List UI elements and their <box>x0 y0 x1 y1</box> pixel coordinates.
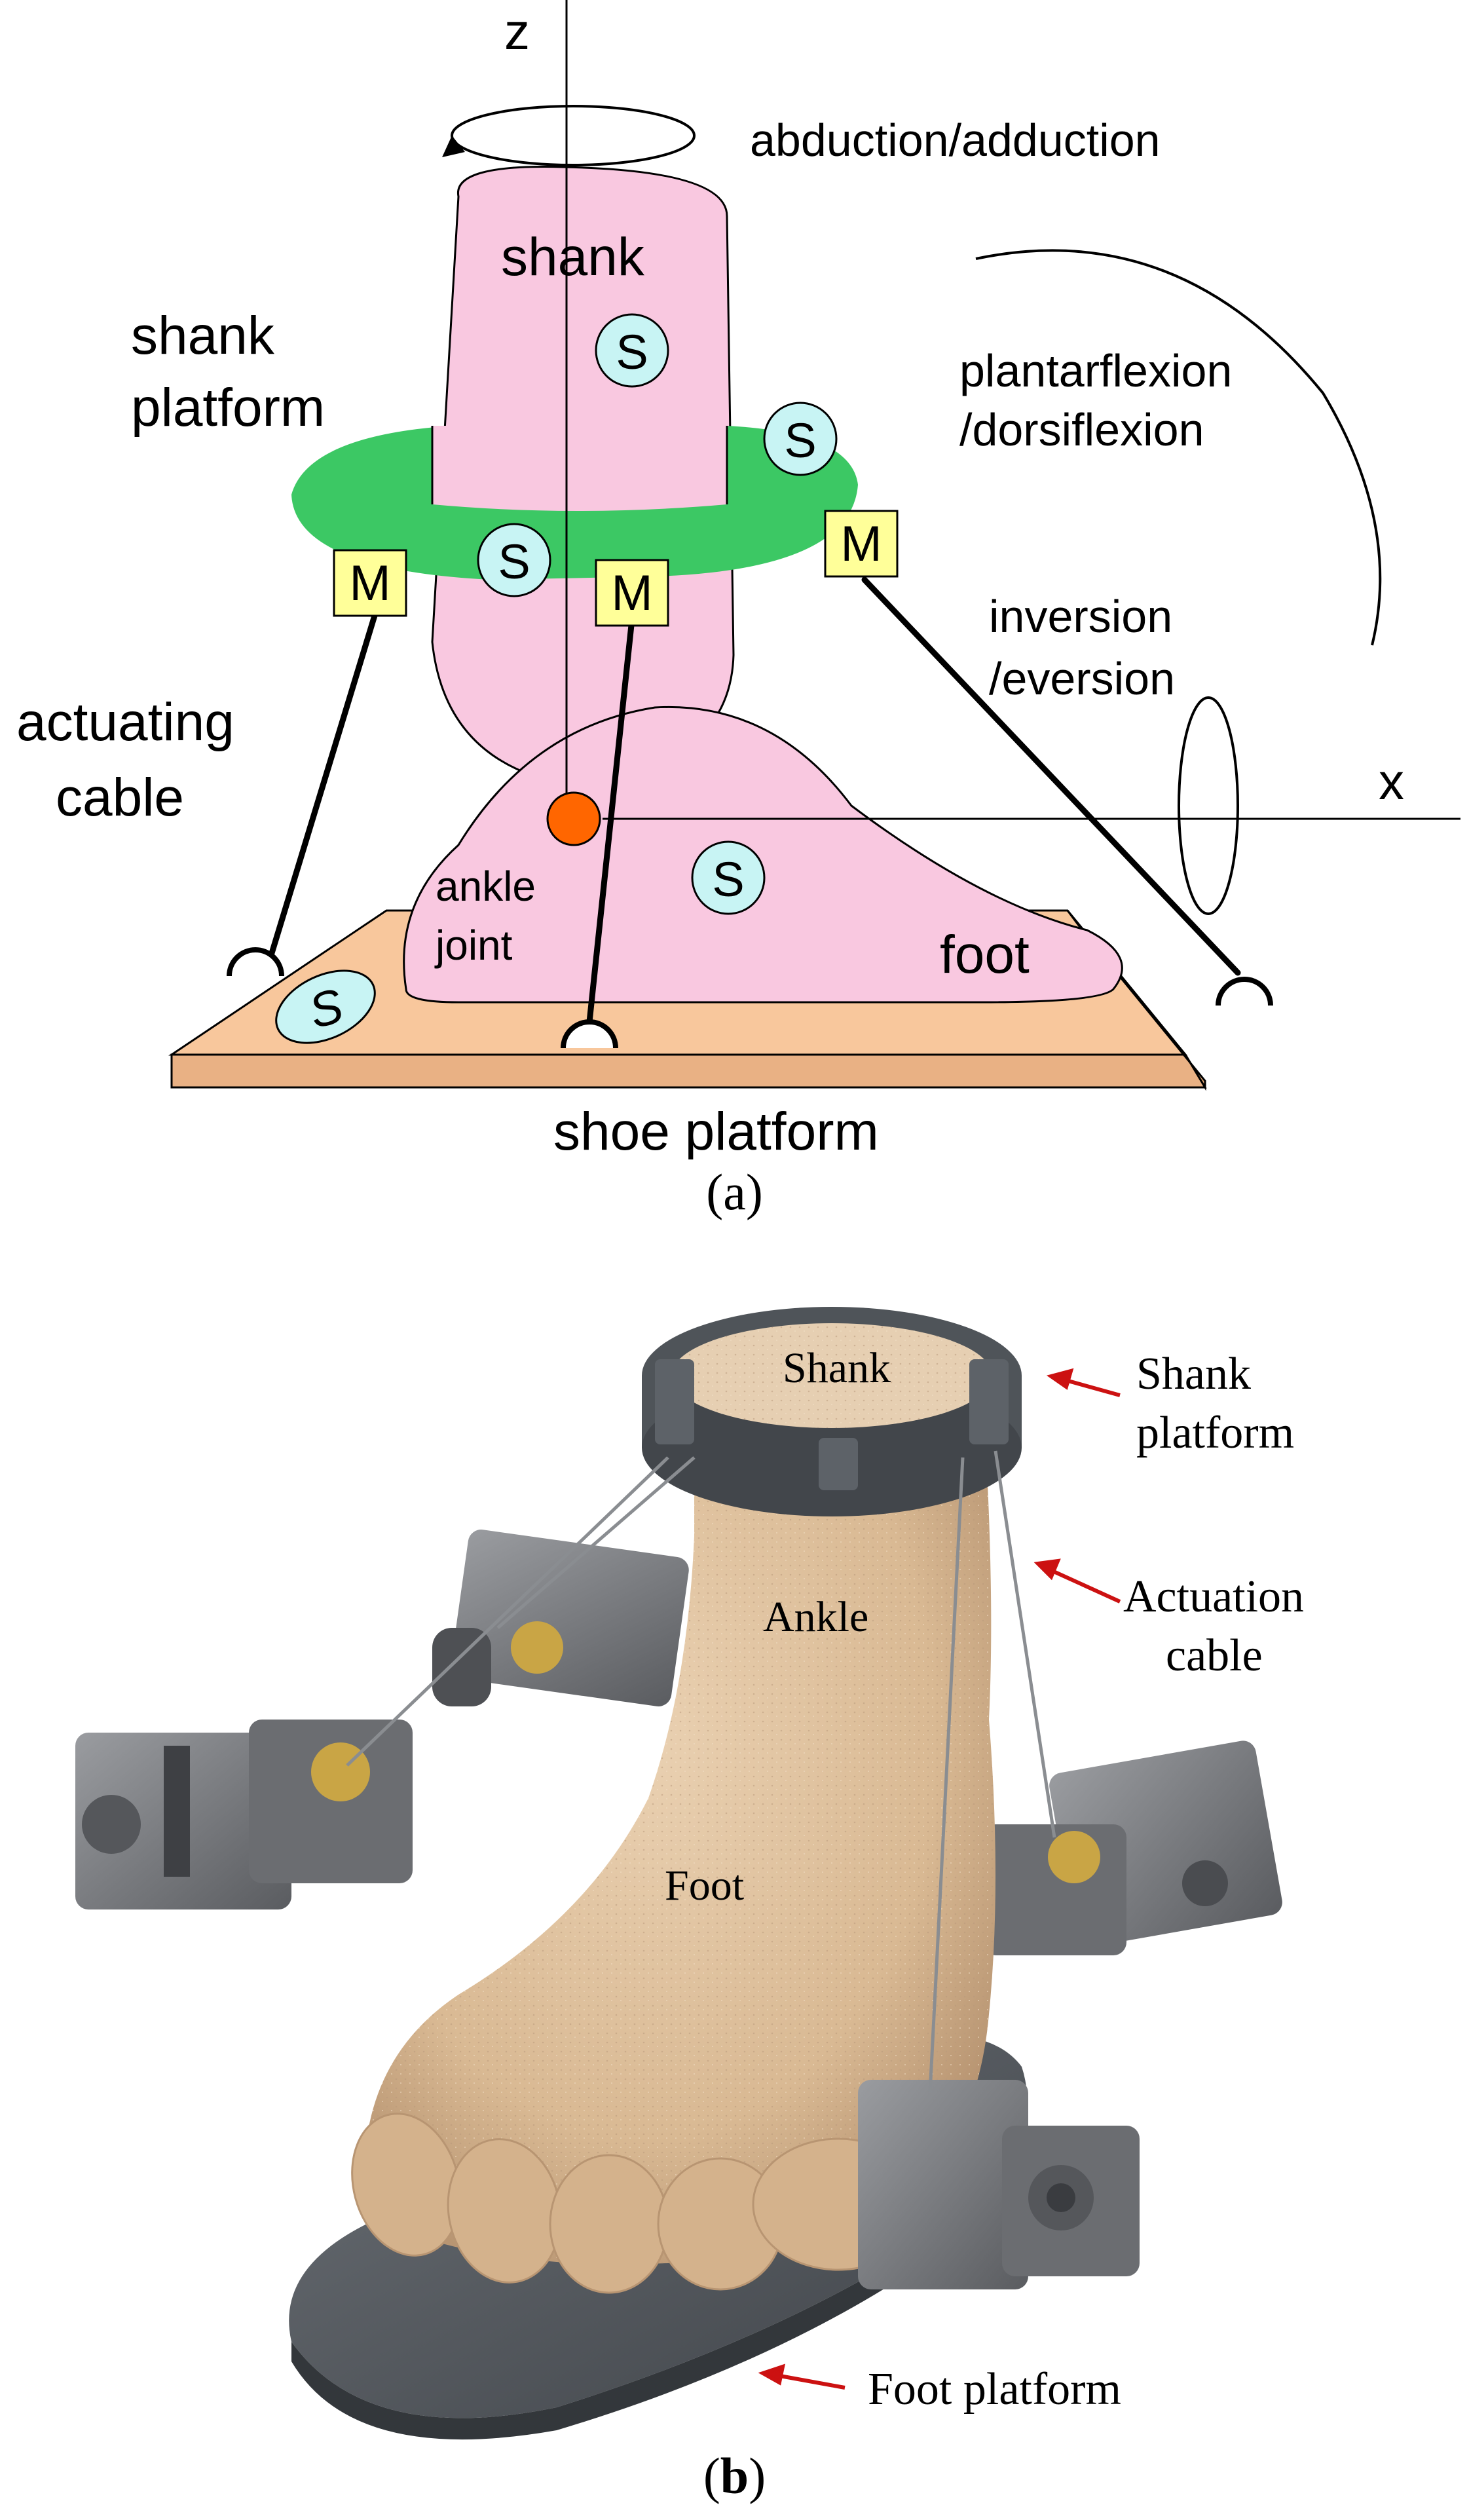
motor-front-right <box>858 2080 1140 2289</box>
inversion-label-line2: /eversion <box>989 653 1175 704</box>
shank-model-label: Shank <box>783 1344 891 1392</box>
motor-right: M <box>824 510 899 578</box>
shank-label: shank <box>501 227 645 287</box>
svg-text:S: S <box>712 852 744 907</box>
abduction-rotation-arrow <box>442 105 696 166</box>
z-axis-label: z <box>504 3 530 60</box>
x-axis-label: x <box>1379 753 1404 810</box>
inversion-rotation-arrow <box>1178 696 1239 915</box>
shank-platform-label-line2: platform <box>131 378 325 438</box>
svg-text:M: M <box>611 565 652 621</box>
actuating-cable-label-line1: actuating <box>16 692 234 752</box>
actuation-cable-model-label-line1: Actuation <box>1123 1571 1304 1622</box>
svg-text:S: S <box>498 535 530 589</box>
actuation-cables-model <box>346 1450 1056 2094</box>
foot-label: foot <box>940 925 1030 985</box>
sensor-platform-left: S <box>477 523 551 597</box>
actuating-cable-label-line2: cable <box>56 768 184 827</box>
plantarflexion-label-line2: /dorsiflexion <box>959 404 1204 455</box>
shank-platform-model-label-line1: Shank <box>1136 1349 1251 1399</box>
ankle-model-label: Ankle <box>763 1593 868 1641</box>
foot-platform-model-label: Foot platform <box>868 2364 1121 2415</box>
motor-left: M <box>333 549 407 617</box>
shank-platform-model-label-line2: platform <box>1136 1408 1294 1458</box>
ankle-joint-dot <box>546 791 601 846</box>
svg-text:M: M <box>349 555 390 611</box>
shoe-platform-label: shoe platform <box>553 1102 879 1159</box>
svg-text:S: S <box>616 325 648 379</box>
motor-back-right <box>982 1740 1282 1955</box>
cable-anchors <box>227 947 1273 1049</box>
panel-a-diagram: z x S S S S S <box>16 0 1460 1159</box>
panel-a-caption: (a) <box>706 1163 763 1220</box>
ankle-joint-label-line2: joint <box>434 922 513 969</box>
foot-toes <box>351 2113 925 2294</box>
panel-b-caption: (b) <box>703 2447 766 2504</box>
sensor-shank: S <box>595 313 669 388</box>
foot-model-label: Foot <box>665 1862 744 1909</box>
svg-text:S: S <box>784 413 816 468</box>
svg-text:M: M <box>840 516 882 572</box>
actuation-cable-model-label-line2: cable <box>1166 1630 1263 1681</box>
ankle-joint-label-line1: ankle <box>436 863 536 910</box>
sensor-platform-right: S <box>763 402 838 476</box>
shank-platform-label-line1: shank <box>131 306 275 366</box>
motor-back-left <box>432 1530 689 1706</box>
inversion-label-line1: inversion <box>989 591 1172 642</box>
motor-center: M <box>595 559 669 627</box>
sensor-foot: S <box>691 840 766 915</box>
sensor-shoe-platform: S <box>275 969 376 1044</box>
panel-b-rendering: Shank Ankle Foot Shank platform Actuatio… <box>75 1307 1304 2440</box>
plantarflexion-label-line1: plantarflexion <box>959 345 1232 396</box>
plantarflexion-arc <box>975 249 1382 646</box>
motor-front-left <box>75 1720 413 1909</box>
pointer-arrows <box>758 1368 1121 2390</box>
shank-platform-ring-model <box>642 1307 1022 1516</box>
actuating-cables <box>269 576 1241 1025</box>
abduction-label: abduction/adduction <box>750 115 1161 166</box>
